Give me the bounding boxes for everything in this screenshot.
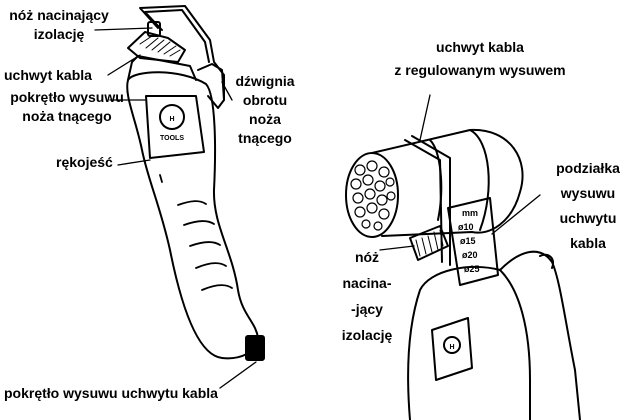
label-holder-knob: pokrętło wysuwu uchwytu kabla [4,384,218,403]
scale-plate [447,197,499,286]
label-handle: rękojeść [56,153,113,172]
leader-lines-right [379,94,541,251]
cable-holder-left [127,31,186,63]
cable-bundle [350,160,396,231]
label-line: podziałka [556,160,620,176]
scale-tick: ø15 [460,236,476,246]
label-line: pokrętło wysuwu [10,89,124,105]
label-line: z regulowanym wysuwem [394,62,566,78]
right-tool [345,94,581,420]
head-neck [127,55,197,81]
scale-tick: ø25 [464,264,480,274]
label-cable-holder-left: uchwyt kabla [4,66,92,85]
logo-circle [159,104,185,130]
logo-brand: TOOLS [160,135,184,142]
label-line: nóż nacinający [9,7,109,23]
label-blade-left: nóż nacinający izolację [4,6,114,44]
cable-holder-back [469,129,490,231]
logo-letter: H [169,116,174,123]
scale-unit: mm [462,208,478,218]
blade-tip [147,21,161,37]
bottom-knob [245,335,265,361]
label-scale: podziałka wysuwu uchwytu kabla [540,156,636,256]
logo-circle-right [443,336,461,354]
blade-wire-left [139,5,225,101]
scale-labels: mm ø10 ø15 ø20 ø25 [458,208,480,274]
label-blade-knob: pokrętło wysuwu noża tnącego [2,88,132,126]
knurl-right [415,229,444,257]
label-line: uchwyt kabla [4,67,92,83]
left-tool [94,5,265,389]
label-line: nacina- [342,275,392,291]
cable-holder-body [371,128,524,237]
hand [407,250,581,420]
logo-plate-right [431,317,473,381]
label-line: uchwytu [559,210,617,226]
logo-letter-right: H [449,344,454,351]
label-line: nóż [354,249,380,265]
logo-plate [145,95,205,159]
label-adjustable-holder: uchwyt kabla z regulowanym wysuwem [370,38,590,80]
scale-tick: ø10 [458,222,474,232]
label-line: uchwyt kabla [436,39,524,55]
label-line: pokrętło wysuwu uchwytu kabla [4,385,218,401]
label-line: obrotu [242,92,288,108]
label-line: noża [249,111,281,127]
grip-ridges [159,174,233,291]
label-line: kabla [570,235,606,251]
label-line: rękojeść [56,154,113,170]
label-blade-right: nóż nacina- -jący izolację [322,244,412,348]
leader-lines-left [94,27,257,389]
label-line: wysuwu [560,185,616,201]
label-line: izolację [33,26,85,42]
label-line: dźwignia [235,73,295,89]
label-line: izolację [341,327,393,343]
label-line: -jący [351,301,383,317]
knurl-left [139,35,181,57]
label-line: tnącego [238,130,292,146]
label-line: noża tnącego [22,108,112,124]
label-lever: dźwignia obrotu noża tnącego [228,72,302,148]
blade-wire-left-inner [144,9,210,63]
knurled-knob [409,225,449,261]
scale-tick: ø20 [462,250,478,260]
